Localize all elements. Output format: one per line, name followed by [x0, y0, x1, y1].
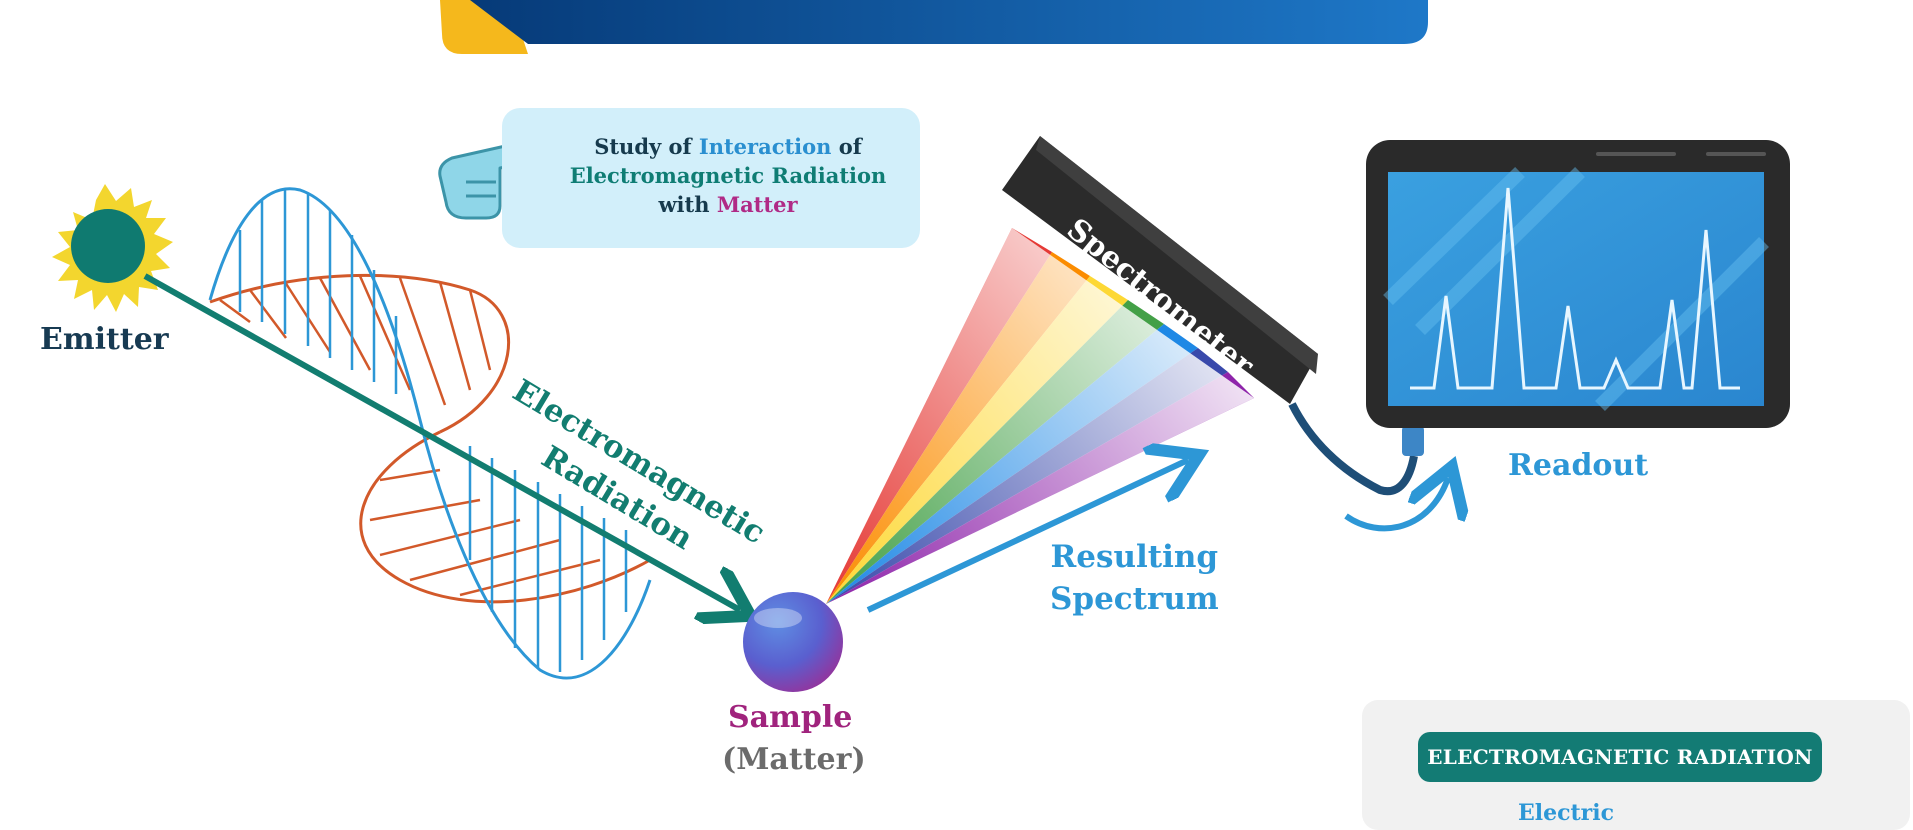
callout-part2: of [831, 134, 862, 159]
definition-callout [502, 108, 920, 248]
em-wave-electric [208, 187, 652, 680]
em-wave-magnetic [209, 273, 651, 604]
legend-partial-text: Electric [1518, 800, 1615, 826]
readout-arrow [1344, 478, 1448, 532]
radiation-arrow [143, 273, 740, 610]
top-banner [440, 0, 1428, 54]
sample-sphere [743, 592, 843, 692]
callout-line3-pre: with [658, 192, 717, 217]
callout-matter: Matter [716, 192, 798, 217]
matter-label: (Matter) [722, 742, 866, 777]
spectrum-fan [826, 228, 1254, 604]
callout-line2: Electromagnetic Radiation [569, 163, 887, 188]
resulting-line1: Resulting [1050, 539, 1219, 575]
spectrometer-device [1002, 136, 1424, 496]
spectrum-arrow [866, 460, 1188, 613]
tablet-readout [1366, 140, 1790, 428]
resulting-spectrum-label: Resulting Spectrum [1050, 536, 1219, 620]
legend-title: ELECTROMAGNETIC RADIATION [1418, 732, 1822, 782]
definition-text: Study of Interaction of Electromagnetic … [540, 132, 916, 219]
readout-label: Readout [1508, 448, 1649, 483]
callout-interaction: Interaction [698, 134, 832, 159]
resulting-line2: Spectrum [1050, 581, 1219, 617]
sun-icon [52, 184, 173, 312]
sample-label: Sample [728, 700, 853, 735]
emitter-label: Emitter [40, 322, 169, 357]
callout-part1: Study of [594, 134, 699, 159]
